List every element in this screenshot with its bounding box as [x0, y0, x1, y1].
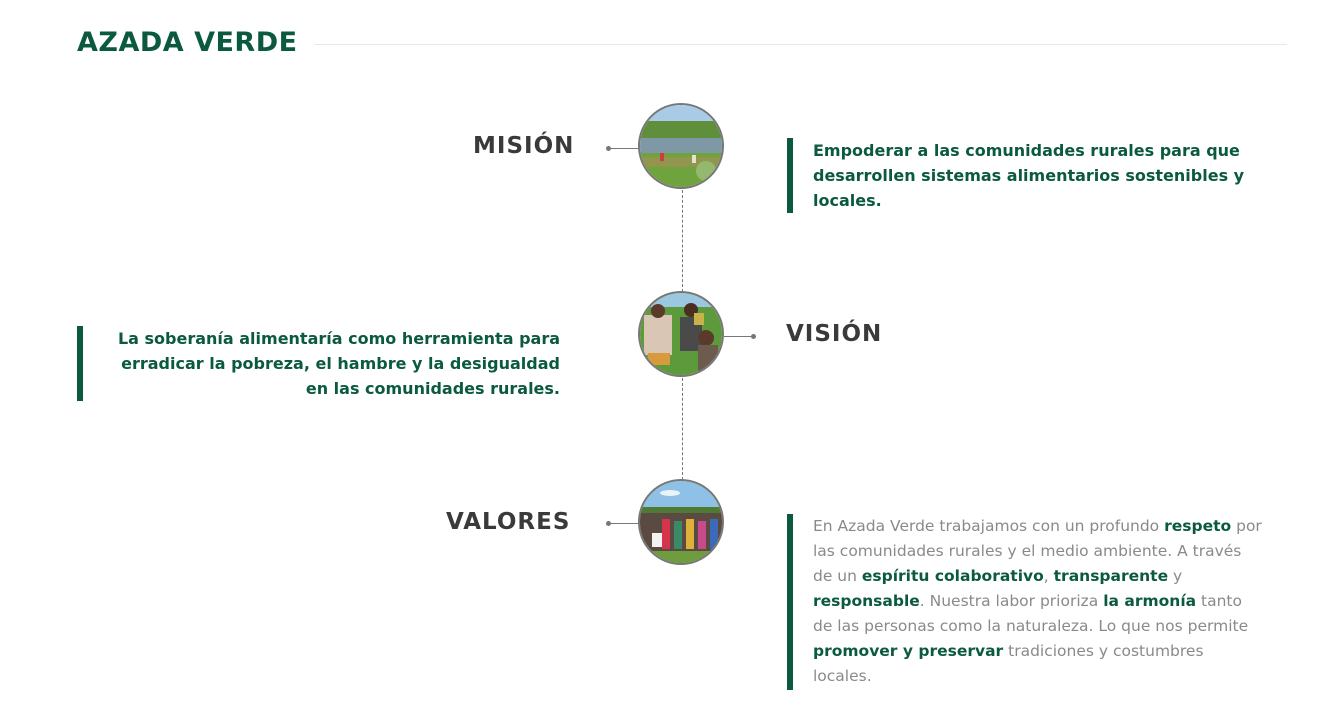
mission-text: Empoderar a las comunidades rurales para…	[813, 141, 1245, 210]
values-statement: En Azada Verde trabajamos con un profund…	[787, 514, 1262, 690]
timeline-connector	[682, 378, 683, 480]
connector-dot	[751, 334, 756, 339]
values-heading: VALORES	[446, 509, 571, 535]
connector-line	[609, 523, 639, 524]
connector-dot	[606, 146, 611, 151]
values-keyword: la armonía	[1103, 592, 1197, 610]
values-text-segment: por las comunidades rurales y el medio a…	[813, 517, 1262, 585]
title-divider	[313, 43, 1287, 45]
vision-statement: La soberanía alimentaría como herramient…	[77, 326, 560, 401]
vision-text: La soberanía alimentaría como herramient…	[117, 329, 560, 398]
values-text-segment: En Azada Verde trabajamos con un profund…	[813, 517, 1165, 535]
family-field-image-icon	[640, 293, 722, 375]
values-keyword: espíritu colaborativo	[861, 567, 1044, 585]
river-farm-image-icon	[640, 105, 722, 187]
values-keyword: promover y preservar	[813, 642, 1004, 660]
section-header: AZADA VERDE	[77, 22, 1287, 62]
values-text-segment: tradiciones y costumbres locales.	[813, 642, 1204, 685]
values-keyword: respeto	[1164, 517, 1232, 535]
values-text: En Azada Verde trabajamos con un profund…	[793, 514, 1262, 689]
mission-photo	[638, 103, 724, 189]
connector-line	[724, 336, 754, 337]
vision-photo	[638, 291, 724, 377]
timeline-connector	[682, 190, 683, 292]
community-group-image-icon	[640, 481, 722, 563]
vision-heading: VISIÓN	[786, 321, 883, 347]
connector-line	[609, 148, 639, 149]
values-photo	[638, 479, 724, 565]
values-text-segment: . Nuestra labor prioriza	[919, 592, 1104, 610]
values-text-segment: tanto de las personas como la naturaleza…	[813, 592, 1249, 635]
values-text-segment: ,	[1043, 567, 1054, 585]
mission-statement: Empoderar a las comunidades rurales para…	[787, 138, 1247, 213]
brand-title: AZADA VERDE	[77, 26, 298, 58]
values-keyword: transparente	[1053, 567, 1169, 585]
values-keyword: responsable	[813, 592, 920, 610]
mission-heading: MISIÓN	[473, 133, 575, 159]
values-text-segment: y	[1168, 567, 1183, 585]
connector-dot	[606, 521, 611, 526]
